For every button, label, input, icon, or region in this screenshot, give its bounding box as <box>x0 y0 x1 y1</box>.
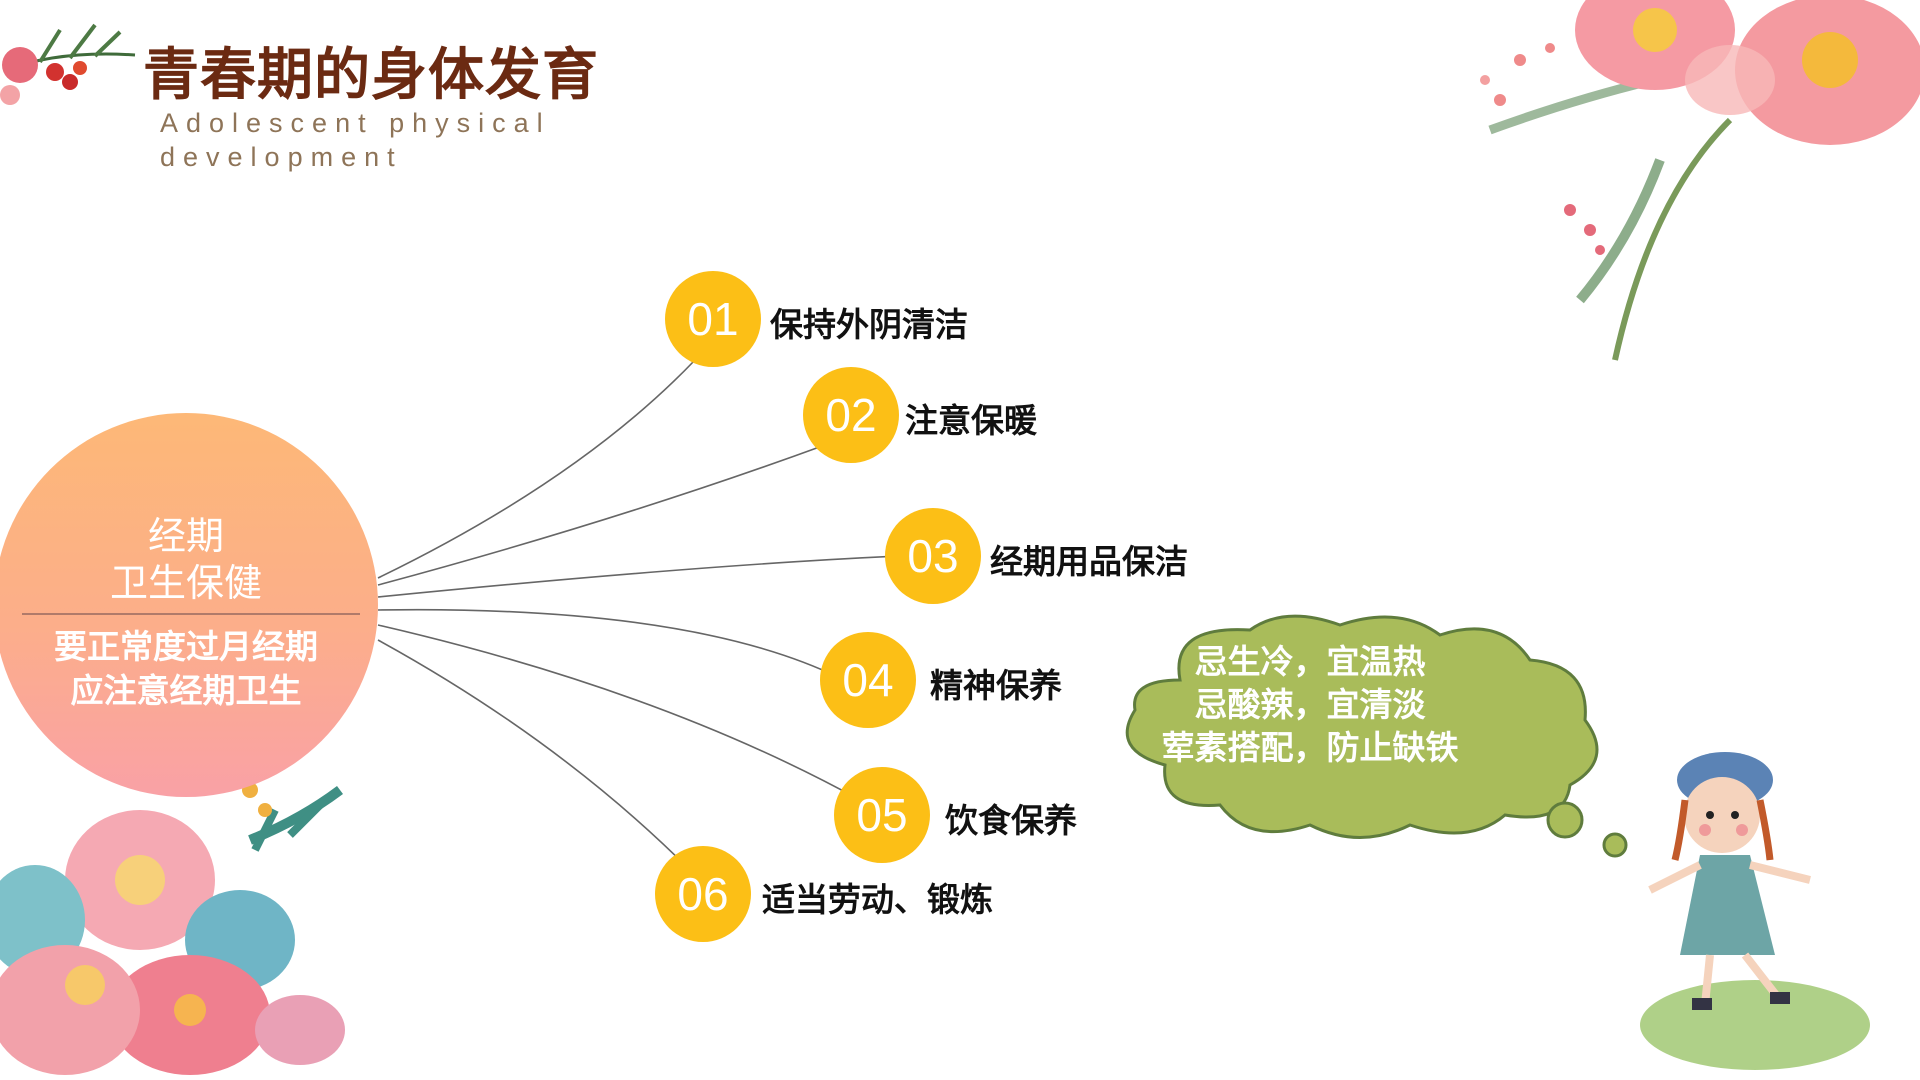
item-number-02: 02 <box>803 367 899 463</box>
connector-01 <box>377 359 696 579</box>
item-label-04: 精神保养 <box>930 666 1062 705</box>
bubble-line-1: 忌生冷，宜温热 <box>1194 642 1426 681</box>
page-subtitle-en: Adolescent physical development <box>160 108 551 172</box>
floral-corner-top-left <box>0 23 136 105</box>
item-label-02: 注意保暖 <box>905 401 1037 440</box>
connector-04 <box>377 608 841 679</box>
hub-circle: 经期 卫生保健 要正常度过月经期 应注意经期卫生 <box>0 413 378 797</box>
bubble-line-3: 荤素搭配，防止缺铁 <box>1161 728 1459 767</box>
item-number-04: 04 <box>820 632 916 728</box>
item-number-05: 05 <box>834 767 930 863</box>
item-label-06: 适当劳动、锻炼 <box>762 880 993 919</box>
hub-divider <box>22 613 360 615</box>
hub-sub-line-2: 应注意经期卫生 <box>70 671 302 710</box>
floral-corner-top-right <box>1480 0 1920 361</box>
thought-bubble-text: 忌生冷，宜温热 忌酸辣，宜清淡 荤素搭配，防止缺铁 <box>1160 640 1460 769</box>
hub-subtext: 要正常度过月经期 应注意经期卫生 <box>0 625 378 713</box>
item-label-05: 饮食保养 <box>945 801 1077 840</box>
connector-05 <box>377 624 861 801</box>
hub-title: 经期 卫生保健 <box>0 513 378 607</box>
item-label-01: 保持外阴清洁 <box>770 305 968 344</box>
thought-bubble <box>1125 614 1628 858</box>
page-title: 青春期的身体发育 <box>143 42 599 108</box>
connector-06 <box>377 639 691 871</box>
connector-03 <box>377 555 901 598</box>
connector-02 <box>377 444 826 586</box>
item-number-06: 06 <box>655 846 751 942</box>
bubble-line-2: 忌酸辣，宜清淡 <box>1194 685 1426 724</box>
item-number-03: 03 <box>885 508 981 604</box>
hub-title-line-2: 卫生保健 <box>109 561 262 605</box>
floral-corner-bottom-left <box>0 782 345 1075</box>
girl-illustration <box>1640 752 1870 1070</box>
item-label-03: 经期用品保洁 <box>990 542 1188 581</box>
item-number-01: 01 <box>665 271 761 367</box>
hub-title-line-1: 经期 <box>147 514 224 558</box>
hub-sub-line-1: 要正常度过月经期 <box>54 627 318 666</box>
